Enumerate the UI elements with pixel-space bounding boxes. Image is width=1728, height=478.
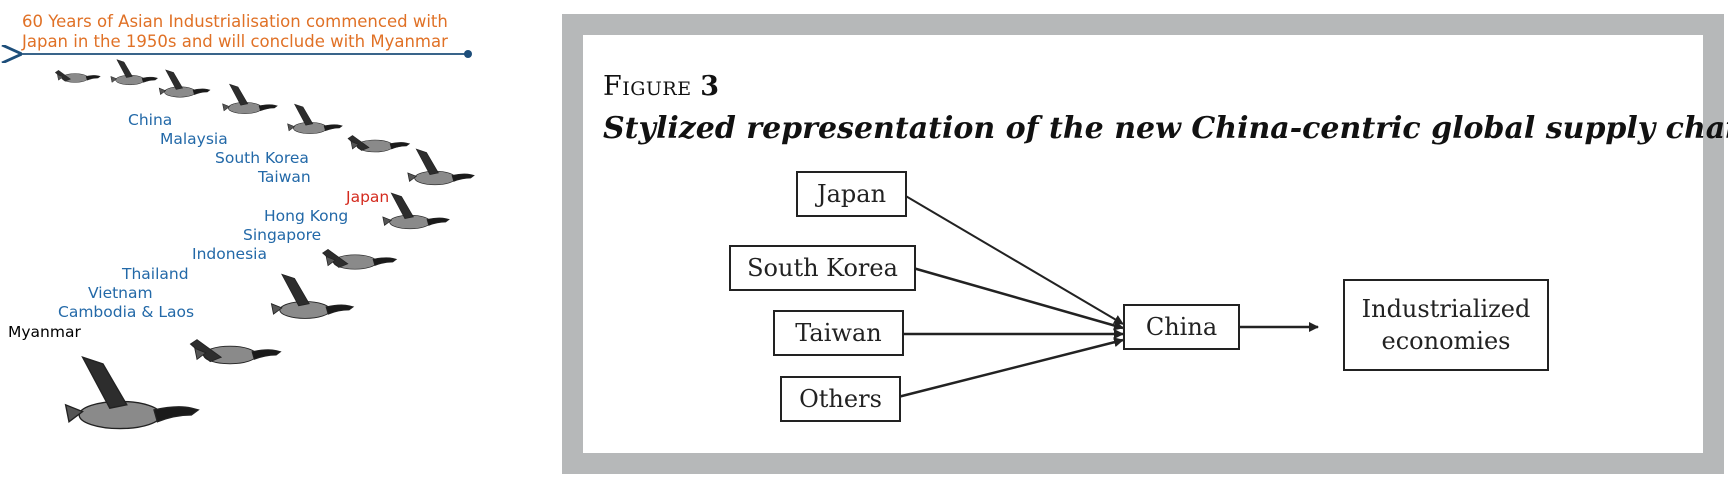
node-industrialized-economies: Industrialized economies bbox=[1343, 279, 1549, 371]
goose-icon bbox=[287, 103, 343, 134]
goose-icon bbox=[222, 83, 278, 114]
figure-label: Figure 3 bbox=[603, 71, 719, 102]
country-label-indonesia: Indonesia bbox=[192, 245, 267, 263]
goose-icon bbox=[270, 273, 355, 319]
node-south-korea: South Korea bbox=[729, 245, 916, 291]
figure-content: Figure 3 Stylized representation of the … bbox=[583, 35, 1728, 453]
node-china: China bbox=[1123, 304, 1240, 350]
figure-frame: Figure 3 Stylized representation of the … bbox=[562, 14, 1728, 474]
goose-icon bbox=[64, 356, 200, 430]
flying-geese-panel: 60 Years of Asian Industrialisation comm… bbox=[0, 0, 495, 478]
arrow-others-to-china bbox=[897, 337, 1124, 399]
caption-line-2: Japan in the 1950s and will conclude wit… bbox=[22, 32, 448, 51]
country-label-china: China bbox=[128, 111, 173, 129]
node-taiwan-label: Taiwan bbox=[795, 319, 882, 347]
country-label-singapore: Singapore bbox=[243, 226, 322, 244]
goose-icon bbox=[54, 70, 101, 83]
goose-icon bbox=[382, 192, 450, 230]
country-label-vietnam: Vietnam bbox=[88, 284, 153, 302]
figure-subtitle: Stylized representation of the new China… bbox=[603, 111, 1728, 146]
arrow-south-korea-to-china bbox=[912, 266, 1124, 331]
node-industrialized-label-line1: Industrialized bbox=[1361, 295, 1531, 323]
arrow-japan-to-china bbox=[903, 194, 1124, 325]
goose-icon bbox=[158, 69, 211, 98]
figure-number: 3 bbox=[700, 71, 719, 102]
timeline-start-dot bbox=[464, 50, 472, 58]
country-label-taiwan: Taiwan bbox=[258, 168, 311, 186]
node-china-label: China bbox=[1145, 313, 1218, 341]
country-label-japan: Japan bbox=[346, 188, 390, 206]
node-south-korea-label: South Korea bbox=[747, 254, 898, 282]
country-label-malaysia: Malaysia bbox=[160, 130, 228, 148]
node-industrialized-label-line2: economies bbox=[1381, 327, 1511, 355]
flow-arrows bbox=[897, 194, 1319, 399]
geese-illustration bbox=[0, 0, 475, 430]
goose-icon bbox=[322, 248, 398, 270]
country-label-thailand: Thailand bbox=[122, 265, 189, 283]
country-label-hong-kong: Hong Kong bbox=[264, 207, 349, 225]
node-others-label: Others bbox=[799, 385, 882, 413]
goose-icon bbox=[110, 59, 159, 86]
node-japan: Japan bbox=[796, 171, 907, 217]
goose-icon bbox=[347, 135, 411, 153]
goose-icon bbox=[189, 339, 282, 365]
country-label-myanmar: Myanmar bbox=[8, 323, 81, 341]
node-taiwan: Taiwan bbox=[773, 310, 904, 356]
figure-word: Figure bbox=[603, 71, 692, 102]
node-others: Others bbox=[780, 376, 901, 422]
goose-icon bbox=[407, 148, 475, 186]
country-label-south-korea: South Korea bbox=[215, 149, 309, 167]
caption-line-1: 60 Years of Asian Industrialisation comm… bbox=[22, 12, 448, 31]
node-japan-label: Japan bbox=[816, 180, 887, 208]
country-label-cambodia-laos: Cambodia & Laos bbox=[58, 303, 195, 321]
